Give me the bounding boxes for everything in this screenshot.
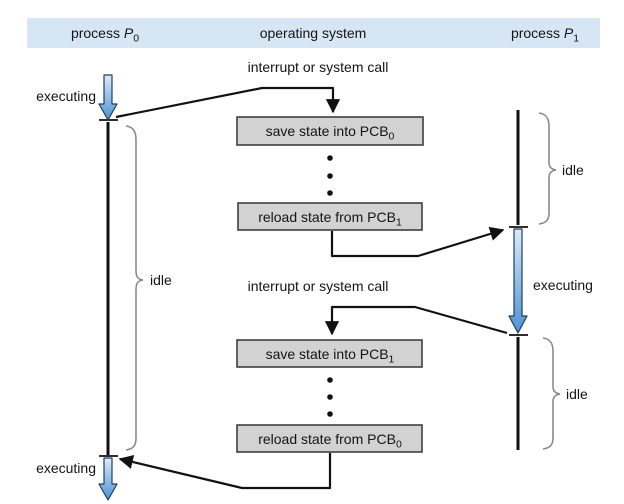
idle-brace-p1-top xyxy=(538,112,557,225)
flow-reload-pcb0-to-p0 xyxy=(118,453,332,490)
dot xyxy=(327,155,333,161)
os-box-reload-pcb1-rect xyxy=(237,202,423,231)
label-executing-p0-bottom: executing xyxy=(36,460,96,476)
dot xyxy=(327,394,333,400)
ellipsis-dots-bottom xyxy=(327,377,333,417)
os-box-save-pcb1-rect xyxy=(236,339,423,368)
os-box-save-pcb1-label: save state into PCB1 xyxy=(266,346,395,366)
os-box-save-pcb0-label: save state into PCB0 xyxy=(266,123,395,143)
header-operating-system: operating system xyxy=(260,25,367,41)
executing-arrow-p1 xyxy=(508,228,528,334)
label-interrupt-middle: interrupt or system call xyxy=(248,278,389,294)
dot xyxy=(327,173,333,179)
idle-brace-p1-bottom xyxy=(542,337,561,450)
header-bar xyxy=(27,18,600,48)
os-box-save-pcb0-rect xyxy=(236,116,424,146)
os-box-save-pcb1: save state into PCB1 xyxy=(236,339,423,368)
label-idle-p1-top: idle xyxy=(562,162,584,178)
label-executing-p1: executing xyxy=(533,277,593,293)
flow-reload-pcb1-to-p1 xyxy=(330,226,505,258)
label-executing-p0-top: executing xyxy=(36,88,96,104)
dot xyxy=(327,377,333,383)
header-process-p1: process P1 xyxy=(511,25,579,45)
os-box-save-pcb0: save state into PCB0 xyxy=(236,116,424,146)
idle-brace-p0 xyxy=(125,125,144,451)
ellipsis-dots-top xyxy=(327,155,333,196)
flow-p0-to-save-pcb0 xyxy=(115,86,341,119)
header-process-p0: process P0 xyxy=(71,25,139,45)
label-idle-p0: idle xyxy=(150,272,172,288)
os-box-reload-pcb0-label: reload state from PCB0 xyxy=(258,431,402,451)
executing-arrow-p0-top xyxy=(98,74,118,121)
dot xyxy=(327,190,333,196)
os-box-reload-pcb1-label: reload state from PCB1 xyxy=(258,209,402,229)
label-idle-p1-bottom: idle xyxy=(566,386,588,402)
label-interrupt-top: interrupt or system call xyxy=(248,59,389,75)
os-box-reload-pcb0: reload state from PCB0 xyxy=(236,424,423,453)
dot xyxy=(327,411,333,417)
os-box-reload-pcb1: reload state from PCB1 xyxy=(237,202,423,231)
flow-p1-to-save-pcb1 xyxy=(324,305,508,336)
executing-arrow-p0-bottom xyxy=(98,457,118,501)
os-box-reload-pcb0-rect xyxy=(236,424,423,453)
